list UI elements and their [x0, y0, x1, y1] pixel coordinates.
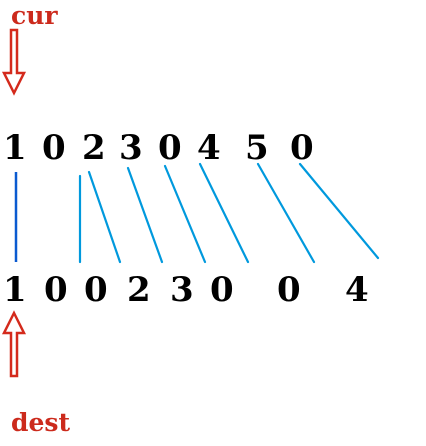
mapping-lines [78, 162, 380, 264]
mapping-line [198, 162, 250, 264]
dest-digit: 0 [44, 270, 68, 310]
mapping-line [163, 164, 207, 264]
dest-arrow-up-icon [1, 310, 27, 378]
dest-digit: 0 [84, 270, 108, 310]
mapping-line [87, 170, 122, 264]
mapping-line [126, 166, 164, 264]
source-digit: 1 [3, 128, 27, 168]
dest-digit: 1 [3, 270, 27, 310]
source-digit-row: 1 0 2 3 0 4 5 0 [3, 128, 314, 168]
cur-arrow-down-icon [1, 28, 27, 96]
dest-digit: 0 [210, 270, 234, 310]
source-digit: 4 [197, 128, 221, 168]
source-digit: 0 [290, 128, 314, 168]
source-digit: 3 [119, 128, 143, 168]
mapping-line [256, 162, 316, 264]
dest-digit: 3 [170, 270, 194, 310]
dest-digit: 0 [277, 270, 301, 310]
source-digit: 5 [245, 128, 269, 168]
source-digit: 0 [158, 128, 182, 168]
source-digit: 2 [82, 128, 106, 168]
source-digit: 0 [42, 128, 66, 168]
cur-label: cur [11, 1, 58, 30]
dest-digit: 4 [345, 270, 369, 310]
dest-digit: 2 [127, 270, 151, 310]
dest-digit-row: 1 0 0 2 3 0 0 4 [3, 270, 369, 310]
mapping-line [298, 162, 380, 260]
dest-label: dest [11, 408, 70, 437]
